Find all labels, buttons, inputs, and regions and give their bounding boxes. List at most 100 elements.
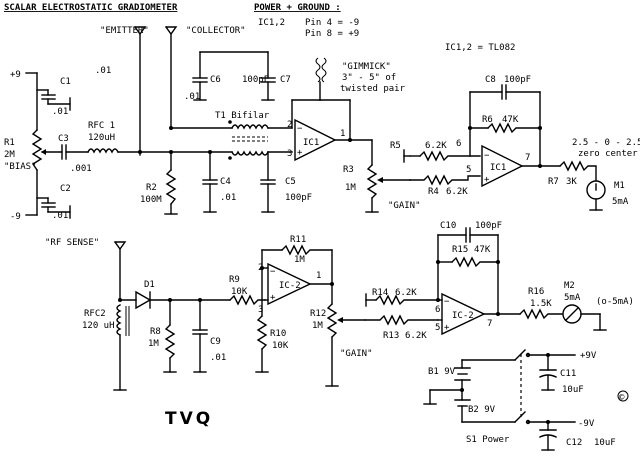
c5-value: 100pF bbox=[285, 193, 312, 203]
r8-value: 1M bbox=[148, 339, 159, 349]
s1-power-switch bbox=[514, 349, 531, 425]
ic1b-label: IC1 bbox=[490, 163, 506, 173]
b1-label: B1 9V bbox=[428, 367, 456, 377]
ic1-opamp-stage2 bbox=[481, 144, 524, 188]
rf-sense-antenna bbox=[114, 241, 127, 251]
m2-scale: (o-5mA) bbox=[596, 297, 634, 307]
b2-label: B2 9V bbox=[468, 405, 496, 415]
power-pin8-label: Pin 8 = +9 bbox=[305, 29, 359, 39]
battery-b1 bbox=[454, 367, 471, 381]
plus9-label: +9 bbox=[10, 70, 21, 80]
ic2b-plus: + bbox=[444, 323, 450, 333]
ic1b-pin6: 6 bbox=[456, 139, 461, 149]
zero-center-label: zero center bbox=[578, 149, 638, 159]
r9-value: 10K bbox=[231, 287, 248, 297]
ic1b-minus: − bbox=[484, 151, 490, 161]
r5-value: 6.2K bbox=[425, 141, 447, 151]
r12-value: 1M bbox=[312, 321, 323, 331]
zero-center-range: 2.5 - 0 - 2.5 bbox=[572, 138, 640, 148]
collector-label: "COLLECTOR" bbox=[186, 26, 246, 36]
power-ground-title: POWER + GROUND : bbox=[254, 3, 341, 13]
r3-label: R3 bbox=[343, 165, 354, 175]
c5-label: C5 bbox=[285, 177, 296, 187]
c11-label: C11 bbox=[560, 369, 576, 379]
ic1-pin2: 2 bbox=[287, 120, 292, 130]
c6-value: .01 bbox=[184, 92, 200, 102]
ic1b-plus: + bbox=[484, 175, 490, 185]
rf-sense-label: "RF SENSE" bbox=[45, 238, 99, 248]
gimmick-desc: twisted pair bbox=[340, 84, 406, 94]
r16-value: 1.5K bbox=[530, 299, 552, 309]
r7-label: R7 bbox=[548, 177, 559, 187]
collector-antenna bbox=[165, 26, 178, 129]
rfc2-label: RFC2 bbox=[84, 309, 106, 319]
r1-value: 2M bbox=[4, 150, 15, 160]
ic2b-label: IC-2 bbox=[452, 311, 474, 321]
bias-label: "BIAS" bbox=[4, 162, 37, 172]
r9-label: R9 bbox=[229, 275, 240, 285]
gain2-label: "GAIN" bbox=[340, 349, 373, 359]
ic1b-pin5: 5 bbox=[466, 165, 471, 175]
ic1a-minus: − bbox=[297, 124, 303, 134]
c12-label: C12 bbox=[566, 438, 582, 448]
rfc1-inductor bbox=[87, 148, 119, 154]
c9-value: .01 bbox=[210, 353, 226, 363]
c8-value: 100pF bbox=[504, 75, 531, 85]
c11-value: 10uF bbox=[562, 385, 584, 395]
ic2-pin1: 1 bbox=[316, 271, 321, 281]
minus9v-label: -9V bbox=[578, 419, 595, 429]
plus9v-label: +9V bbox=[580, 351, 597, 361]
r4-value: 6.2K bbox=[446, 187, 468, 197]
r7-value: 3K bbox=[566, 177, 577, 187]
c4-label: C4 bbox=[220, 177, 231, 187]
r3-value: 1M bbox=[345, 183, 356, 193]
author-signature: TVQ bbox=[165, 409, 213, 429]
ic1b-pin7: 7 bbox=[525, 153, 530, 163]
ic1-pin3: 3 bbox=[287, 149, 292, 159]
r10-value: 10K bbox=[272, 341, 289, 351]
d1-diode bbox=[135, 290, 152, 310]
c10-label: C10 bbox=[440, 221, 456, 231]
emitter-label: "EMITTER" bbox=[100, 26, 149, 36]
t1-label: T1 Bifilar bbox=[215, 111, 270, 121]
ic2b-pin5: 5 bbox=[435, 323, 440, 333]
c1-label: C1 bbox=[60, 77, 71, 87]
power-ic-label: IC1,2 bbox=[258, 18, 285, 28]
ic2a-minus: − bbox=[270, 267, 276, 277]
ic1a-plus: + bbox=[297, 148, 303, 158]
r11-value: 1M bbox=[294, 255, 305, 265]
m1-value: 5mA bbox=[612, 197, 629, 207]
copyright-mark: © bbox=[619, 393, 625, 403]
c4-value: .01 bbox=[220, 193, 236, 203]
c10-value: 100pF bbox=[475, 221, 502, 231]
c12-value: 10uF bbox=[594, 438, 616, 448]
r6-label: R6 bbox=[482, 115, 493, 125]
emitter-antenna bbox=[134, 26, 147, 156]
minus9-label: -9 bbox=[10, 212, 21, 222]
rfc1-value: 120uH bbox=[88, 133, 115, 143]
r10-label: R10 bbox=[270, 329, 286, 339]
c7-value: 100pF bbox=[242, 75, 269, 85]
ic1-pin1: 1 bbox=[340, 129, 345, 139]
ic2-pin3: 3 bbox=[258, 305, 263, 315]
gimmick-length: 3" - 5" of bbox=[342, 73, 396, 83]
r4-label: R4 bbox=[428, 187, 439, 197]
r13-value: 6.2K bbox=[405, 331, 427, 341]
d1-label: D1 bbox=[144, 280, 155, 290]
r13-label: R13 bbox=[383, 331, 399, 341]
r15-label: R15 bbox=[452, 245, 468, 255]
ic1-opamp-stage1 bbox=[294, 118, 337, 162]
s1-label: S1 Power bbox=[466, 435, 510, 445]
r2-value: 100M bbox=[140, 195, 162, 205]
c8-label: C8 bbox=[485, 75, 496, 85]
ic2b-minus: − bbox=[444, 297, 450, 307]
m1-label: M1 bbox=[614, 181, 625, 191]
r14-value: 6.2K bbox=[395, 288, 417, 298]
c1-value: .01 bbox=[52, 107, 68, 117]
c6-label: C6 bbox=[210, 75, 221, 85]
ic2b-pin6: 6 bbox=[435, 305, 440, 315]
r16-label: R16 bbox=[528, 287, 544, 297]
ic-type-label: IC1,2 = TL082 bbox=[445, 43, 515, 53]
r2-label: R2 bbox=[146, 183, 157, 193]
ic2a-plus: + bbox=[270, 293, 276, 303]
